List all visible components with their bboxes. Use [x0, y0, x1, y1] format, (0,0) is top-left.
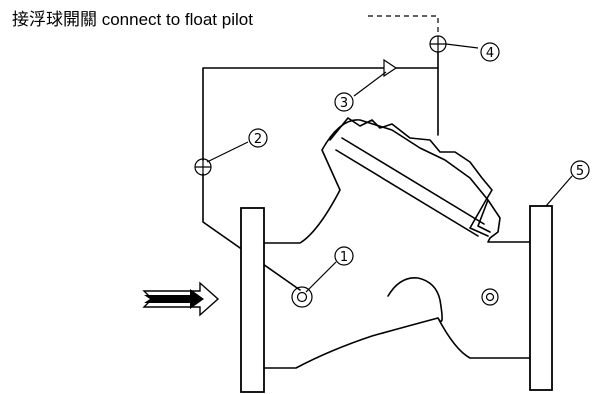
fitting-2-crosshair	[194, 158, 212, 176]
marker-5: 5	[570, 160, 590, 180]
marker-3: 3	[334, 92, 354, 112]
leader-line-5	[545, 175, 573, 207]
valve-cover	[329, 117, 493, 237]
leader-line-2	[206, 141, 249, 163]
inlet-port-circle	[291, 286, 313, 308]
flow-arrow-icon	[142, 281, 220, 317]
outlet-flange	[529, 205, 553, 391]
marker-4: 4	[480, 42, 500, 62]
outlet-port-circle	[481, 288, 499, 306]
marker-1: 1	[334, 246, 354, 266]
marker-4-label: 4	[486, 46, 494, 61]
inlet-flange	[240, 207, 265, 393]
marker-2-label: 2	[254, 132, 262, 147]
marker-2: 2	[248, 128, 268, 148]
valve-body	[263, 119, 531, 369]
cover-edge	[335, 137, 485, 237]
leader-line-4	[445, 43, 479, 49]
float-pilot-dashed-line	[368, 15, 439, 36]
leader-line-1	[305, 261, 337, 293]
float-pilot-caption: 接浮球開關 connect to float pilot	[12, 10, 253, 29]
marker-1-label: 1	[340, 250, 348, 265]
marker-3-label: 3	[340, 96, 348, 111]
leader-line-3	[353, 71, 387, 97]
strainer-triangle	[383, 58, 398, 78]
fitting-4-crosshair	[429, 35, 447, 53]
marker-5-label: 5	[576, 164, 584, 179]
control-tubing	[202, 51, 439, 291]
